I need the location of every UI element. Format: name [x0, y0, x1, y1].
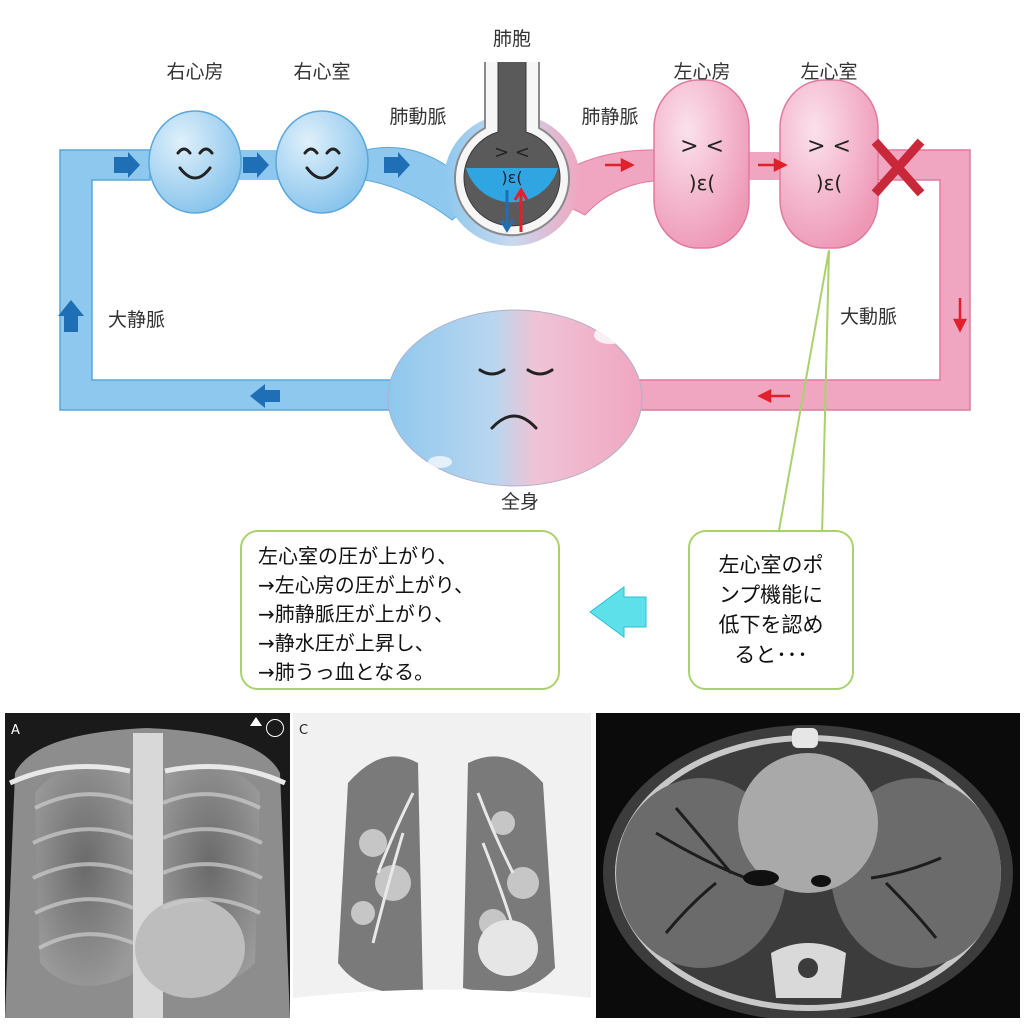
axial-ct-drawing: [603, 725, 1013, 1018]
label-right-atrium: 右心房: [166, 61, 223, 83]
alveolus-fluid: [466, 168, 558, 203]
label-aorta: 大動脈: [840, 306, 897, 328]
callout-line: ンプ機能に: [718, 583, 824, 607]
callout-line: 左心室の圧が上がり、: [258, 544, 458, 568]
callout-line: 低下を認め: [718, 613, 824, 637]
left-ventricle: [779, 79, 879, 249]
arrow-left-icon: [589, 586, 647, 638]
label-vena-cava: 大静脈: [108, 309, 165, 331]
body-highlight: [594, 326, 626, 344]
callout-line: →静水圧が上昇し、: [258, 631, 435, 655]
right-ventricle: [275, 110, 369, 214]
arrow-left-icon: [250, 384, 280, 408]
left-ventricle-cheeks: )ε(: [816, 171, 842, 195]
left-atrium-eyes: > <: [680, 134, 724, 159]
right-atrium-face: [176, 147, 214, 180]
left-atrium-cheeks: )ε(: [689, 171, 715, 195]
chest-xray-drawing: [5, 713, 290, 1018]
callout-pointer: [777, 249, 830, 537]
label-left-ventricle: 左心室: [800, 61, 857, 83]
arrow-down-icon: [952, 298, 968, 333]
marker-l-icon: [266, 719, 284, 737]
body-highlight-2: [428, 456, 452, 468]
red-flow-arrows: [605, 157, 968, 404]
pulmonary-vein-vessel: [564, 149, 666, 216]
callout-line: →肺静脈圧が上がり、: [258, 602, 454, 626]
coronal-ct-image: C: [293, 713, 591, 1018]
callout-line: →肺うっ血となる。: [258, 660, 435, 684]
vena-cava-vessel: [59, 149, 421, 411]
label-left-atrium: 左心房: [673, 61, 730, 83]
arrow-right-icon: [114, 152, 140, 178]
right-ventricle-face: [303, 147, 341, 180]
arrow-down-icon: [499, 190, 515, 233]
blocked-x-icon: [871, 138, 925, 197]
circulation-diagram: > < )ε( > < )ε( > < )ε( 右心房 右心室 肺胞 左心房 左…: [58, 28, 971, 638]
label-alveolus: 肺胞: [493, 28, 531, 50]
arrow-right-icon: [758, 157, 788, 173]
callout-line: →左心房の圧が上がり、: [258, 573, 474, 597]
alveolus-cheeks: )ε(: [501, 168, 522, 187]
label-pulmonary-vein: 肺静脈: [581, 106, 638, 128]
callout-line: 左心室のポ: [718, 553, 824, 577]
label-pulmonary-artery: 肺動脈: [389, 106, 446, 128]
label-right-ventricle: 右心室: [293, 61, 350, 83]
arrow-up-icon: [58, 300, 84, 332]
callout-line: ると･･･: [734, 643, 808, 667]
panel-label: C: [299, 723, 309, 738]
arrow-right-icon: [243, 152, 269, 178]
arrow-up-icon: [250, 717, 262, 726]
alveolus-exchange-arrows: [499, 187, 529, 233]
left-ventricle-eyes: > <: [807, 134, 851, 159]
label-whole-body: 全身: [501, 491, 539, 513]
alveolus-eyes: > <: [494, 142, 530, 163]
left-atrium: [653, 79, 750, 249]
chest-xray-image: A: [5, 713, 290, 1018]
arrow-right-icon: [605, 157, 635, 173]
arrow-left-icon: [757, 388, 790, 404]
arrow-right-icon: [384, 152, 410, 178]
coronal-ct-drawing: [293, 713, 591, 1018]
blue-flow-arrows: [58, 152, 410, 408]
arrow-up-icon: [513, 187, 529, 232]
right-atrium: [148, 110, 242, 214]
body-face: [478, 368, 554, 430]
axial-ct-image: [596, 713, 1020, 1018]
whole-body: [387, 309, 643, 487]
panel-label: A: [11, 723, 20, 738]
condition-callout: 左心室のポ ンプ機能に 低下を認め ると･･･: [688, 530, 854, 690]
explanation-callout: 左心室の圧が上がり、 →左心房の圧が上がり、 →肺静脈圧が上がり、 →静水圧が上…: [240, 530, 560, 690]
